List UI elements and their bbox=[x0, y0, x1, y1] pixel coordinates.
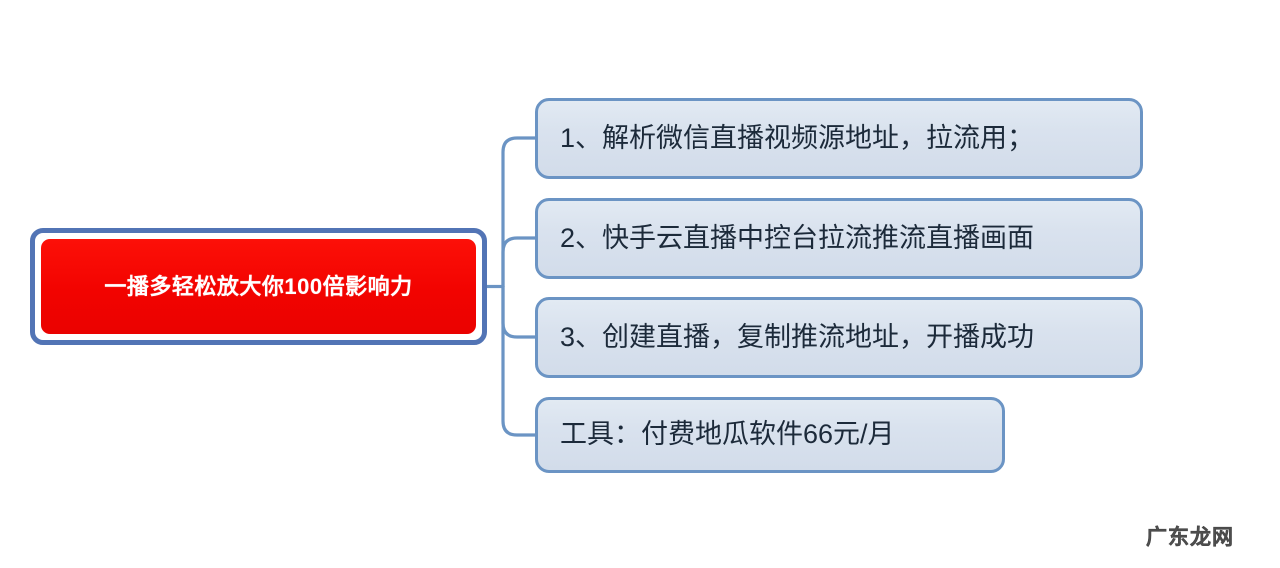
root-node-label: 一播多轻松放大你100倍影响力 bbox=[104, 273, 413, 299]
watermark: 广东龙网 bbox=[1146, 526, 1234, 549]
branch-node-2-label: 2、快手云直播中控台拉流推流直播画面 bbox=[560, 222, 1035, 253]
connector-branch-3 bbox=[501, 284, 537, 339]
branch-node-3[interactable]: 3、创建直播，复制推流地址，开播成功 bbox=[535, 297, 1143, 378]
branch-node-1[interactable]: 1、解析微信直播视频源地址，拉流用； bbox=[535, 98, 1143, 179]
root-node[interactable]: 一播多轻松放大你100倍影响力 bbox=[30, 228, 487, 345]
connector-branch-1 bbox=[501, 136, 537, 289]
branch-node-1-label: 1、解析微信直播视频源地址，拉流用； bbox=[560, 122, 1035, 153]
branch-node-2[interactable]: 2、快手云直播中控台拉流推流直播画面 bbox=[535, 198, 1143, 279]
root-node-fill: 一播多轻松放大你100倍影响力 bbox=[41, 239, 476, 334]
branch-node-4-label: 工具：付费地瓜软件66元/月 bbox=[560, 419, 895, 450]
branch-node-3-label: 3、创建直播，复制推流地址，开播成功 bbox=[560, 321, 1035, 352]
connector-branch-4 bbox=[501, 284, 537, 437]
branch-node-4[interactable]: 工具：付费地瓜软件66元/月 bbox=[535, 397, 1005, 473]
connector-branch-2 bbox=[501, 236, 537, 289]
